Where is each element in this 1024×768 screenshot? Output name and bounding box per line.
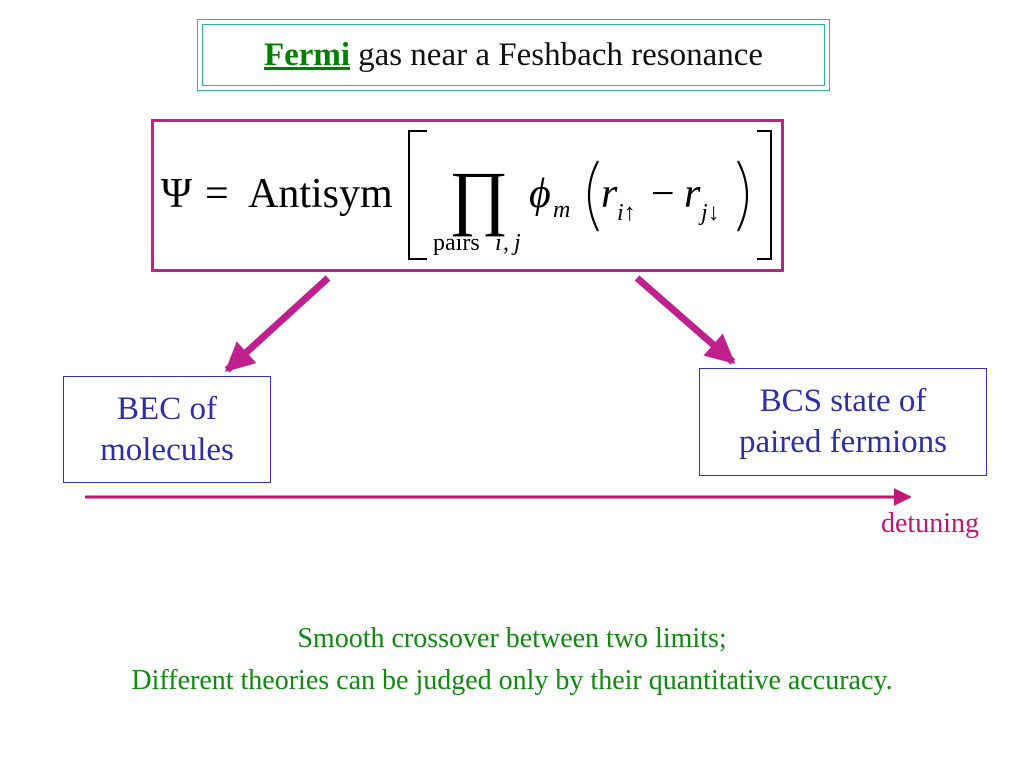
bec-line2: molecules [100,431,234,468]
r-i-subscript: i↑ [617,200,636,226]
left-parenthesis [588,160,599,232]
product-symbol: ∏ [449,157,508,237]
arrow-to-bec [224,275,331,373]
bec-limit-box: BEC of molecules [63,376,271,483]
right-bracket [757,130,772,260]
bcs-line2: paired fermions [738,424,947,460]
equation-psi: Ψ [161,171,192,217]
right-parenthesis [737,160,748,232]
arrow-to-bcs [634,275,736,365]
phi-subscript: m [553,197,570,223]
equation-equals: = [205,171,229,217]
detuning-label: detuning [881,508,979,539]
product-subscript-i: i [495,230,502,256]
product-subscript-comma: , [503,230,509,256]
title-rest: gas near a Feshbach resonance [358,36,764,73]
r-j-subscript: j↓ [698,200,720,226]
equation-antisym: Antisym [248,171,393,217]
conclusion-line1: Smooth crossover between two limits; [297,623,727,654]
product-subscript-j: j [511,230,521,256]
conclusion-text: Smooth crossover between two limits; Dif… [0,618,1024,702]
title-inner-border: Fermi gas near a Feshbach resonance [202,24,825,86]
bcs-line1: BCS state of [759,383,927,419]
r-j-symbol: r [684,171,701,217]
title-box: Fermi gas near a Feshbach resonance [197,19,830,91]
product-subscript-word: pairs [433,230,480,256]
bcs-limit-box: BCS state of paired fermions [699,368,987,476]
phi-symbol: ϕ [529,171,551,217]
title-emphasis: Fermi [263,36,351,73]
equation-formula: Ψ = Antisym ∏ pairs i , j ϕ m r i↑ − r j… [161,130,772,260]
left-bracket [408,130,427,260]
bec-line1: BEC of [117,390,217,427]
minus-sign: − [651,171,675,217]
conclusion-line2: Different theories can be judged only by… [131,665,893,696]
equation-box [151,119,784,272]
r-i-symbol: r [601,171,618,217]
